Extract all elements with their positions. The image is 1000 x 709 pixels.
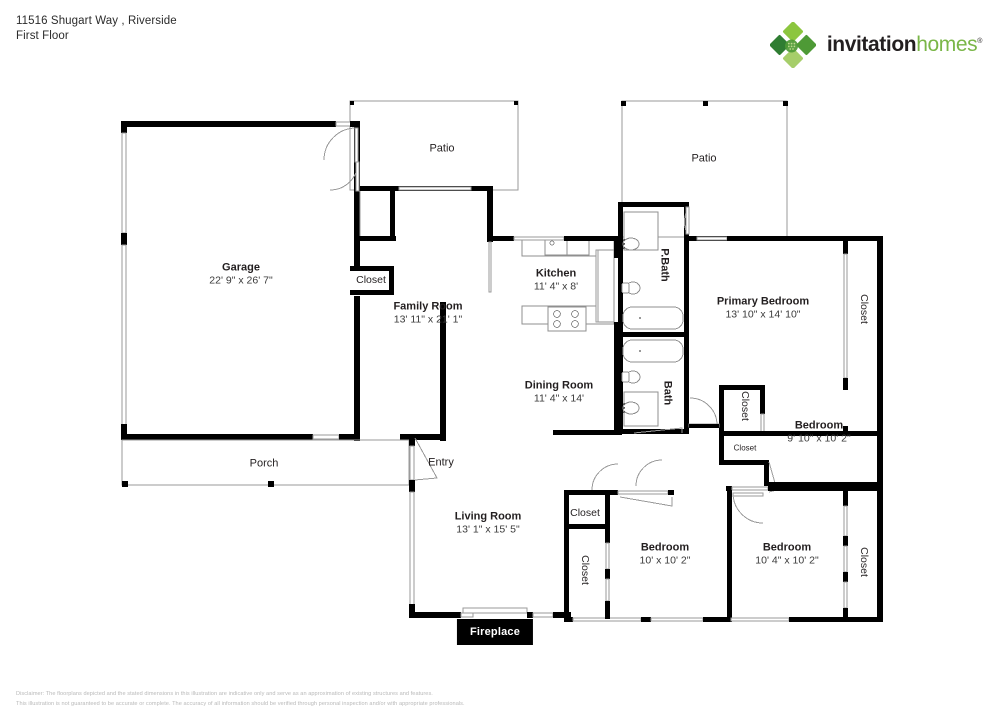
kitchen-dining-walls [487,236,618,332]
upper-mid-walls [329,161,400,241]
disclaimer: Disclaimer: The floorplans depicted and … [16,690,716,709]
logo-word-homes: homes [916,33,978,56]
porch-outline [121,439,410,487]
property-address: 11516 Shugart Way , Riverside [16,15,177,27]
hall-closet-walls [688,385,778,493]
family-room-walls [394,186,493,441]
floor-label: First Floor [16,30,69,42]
garage-walls [121,121,360,441]
living-room-walls [409,607,571,618]
logo-wordmark: invitationhomes® [826,33,983,57]
hallway-walls [689,424,719,428]
plan-header: 11516 Shugart Way , Riverside First Floo… [16,14,177,44]
bedroom-right-walls [769,436,883,519]
pinwheel-diamond-icon [769,21,817,69]
disclaimer-line-1: Disclaimer: The floorplans depicted and … [16,691,433,697]
disclaimer-line-2: This illustration is not guaranteed to b… [16,700,465,707]
logo-trademark: ® [977,38,982,45]
dining-right-walls [553,238,622,435]
entry-walls [409,434,438,618]
garage-door-swing [323,127,359,163]
bath-block-walls [618,202,690,434]
logo-word-invitation: invitation [826,33,917,56]
garage-closet-walls [350,266,394,295]
primary-bedroom-walls [689,236,883,436]
invitation-homes-logo: invitationhomes® [769,21,983,69]
fireplace-label: Fireplace [456,619,534,645]
patio-left-outline [349,100,519,191]
bottom-bedrooms-walls [564,459,883,622]
